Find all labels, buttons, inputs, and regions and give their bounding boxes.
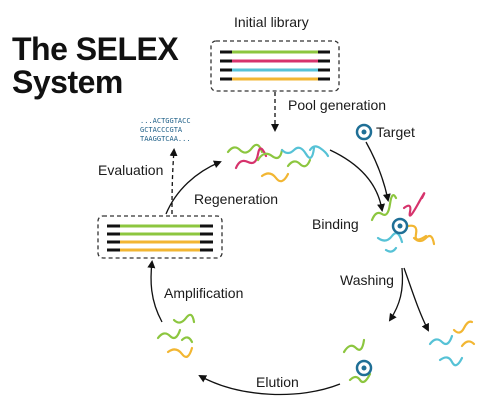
evaluation-arrow <box>169 148 178 215</box>
title-line-2: System <box>12 64 123 100</box>
target-label: Target <box>376 124 415 140</box>
binding-label: Binding <box>312 216 359 232</box>
to-binding-arrow <box>329 149 385 212</box>
amplified-library-box <box>97 215 223 259</box>
regeneration-label: Regeneration <box>194 191 279 207</box>
regeneration-arrow <box>165 160 222 215</box>
bound-strands <box>342 338 373 384</box>
amplification-label: Amplification <box>164 285 244 301</box>
diagram-title: The SELEX System <box>12 31 179 100</box>
initial-library-box <box>210 40 340 92</box>
washed-strands <box>428 320 476 367</box>
sequence-line: ...ACTGGTACC <box>140 117 191 125</box>
initial-library-label: Initial library <box>234 14 309 30</box>
eluted-strands <box>156 313 196 358</box>
washing-arrow-unbound <box>403 267 429 332</box>
washing-label: Washing <box>340 272 394 288</box>
elution-arrow <box>198 375 341 396</box>
aptamer-pool <box>226 143 330 183</box>
evaluation-label: Evaluation <box>98 162 164 178</box>
pool-generation-label: Pool generation <box>288 97 387 113</box>
elution-label: Elution <box>256 374 299 390</box>
binding-complex <box>370 192 436 253</box>
amplification-arrow <box>147 260 163 323</box>
title-line-1: The SELEX <box>12 31 179 67</box>
sequence-line: GCTACCCGTA <box>140 126 183 134</box>
target-icon <box>355 123 373 141</box>
target-to-binding-arrow <box>365 141 391 202</box>
washing-arrow-bound <box>388 267 404 322</box>
sequence-line: TAAGGTCAA... <box>140 135 191 143</box>
